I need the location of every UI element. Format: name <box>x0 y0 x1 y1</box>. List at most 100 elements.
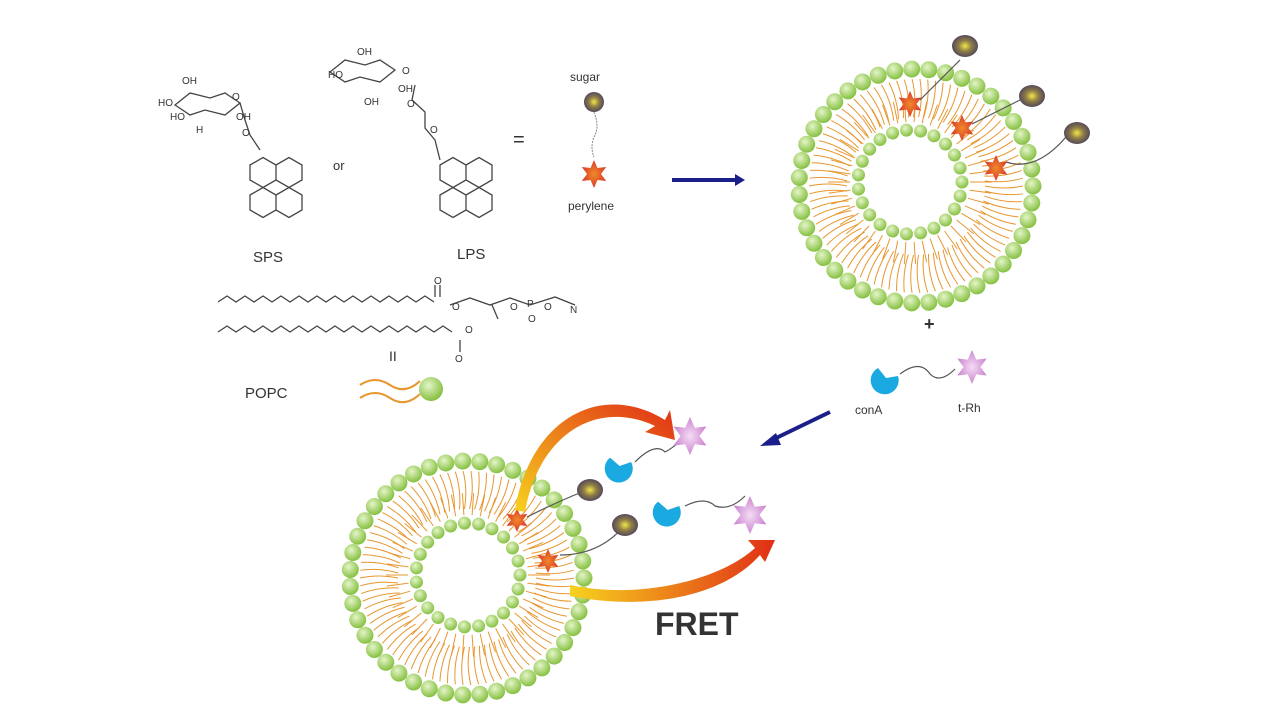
lipid-head-bead <box>570 603 588 621</box>
lipid-tails <box>808 78 1024 294</box>
lipid-tail <box>366 602 403 617</box>
lipid-head-bead <box>472 517 486 531</box>
lipid-tail <box>474 471 480 510</box>
lipid-tail <box>532 597 570 610</box>
lipid-tail <box>366 539 403 554</box>
lipid-tail <box>369 606 405 624</box>
lipid-head-bead <box>533 479 551 497</box>
lipid-head-bead <box>938 137 952 151</box>
lipid-head-bead <box>869 66 887 84</box>
lipid-tail <box>826 223 859 246</box>
lipid-head-bead <box>485 522 499 536</box>
lipid-tail <box>881 84 895 121</box>
lipid-tail <box>454 646 460 685</box>
popc-label: POPC <box>245 385 288 402</box>
lipid-tail <box>508 618 525 636</box>
lipid-head-bead <box>968 77 986 95</box>
lipid-tail <box>811 200 849 210</box>
linker-line <box>591 111 598 158</box>
lipid-head-bead <box>1013 127 1031 145</box>
lipid-tail <box>922 254 929 293</box>
lipid-head-bead <box>349 611 367 629</box>
lipid-tail <box>853 225 870 243</box>
lipid-tail <box>808 183 848 187</box>
lipid-tail <box>834 205 856 216</box>
lipid-tail <box>487 497 496 519</box>
sugar-icon <box>584 92 604 112</box>
lipid-tail <box>461 634 465 657</box>
lipid-tail <box>882 104 891 126</box>
lipid-tail <box>424 641 441 677</box>
lipid-tail <box>404 490 428 523</box>
lipid-head-bead <box>899 123 913 137</box>
lipid-head-bead <box>390 664 408 682</box>
lipid-tail <box>392 500 420 529</box>
lps-structure <box>328 59 493 219</box>
lps-label: LPS <box>457 246 485 263</box>
lipid-tail <box>978 214 1013 232</box>
lipid-tail <box>514 627 542 656</box>
lipid-tail <box>984 195 1022 203</box>
lipid-tail <box>834 148 856 159</box>
lipid-tail <box>983 200 1021 210</box>
svg-text:OH: OH <box>398 84 413 95</box>
linker-line <box>1005 136 1067 165</box>
lipid-tail <box>525 552 548 560</box>
lipid-head-bead <box>496 606 510 620</box>
svg-text:N: N <box>570 305 577 316</box>
lipid-tail <box>809 189 848 195</box>
lipid-head-bead <box>519 669 537 687</box>
lipid-tail <box>984 185 1024 189</box>
lipid-tail <box>830 197 853 205</box>
lipid-head-bead <box>886 126 900 140</box>
lipid-head-bead <box>356 512 374 530</box>
lipid-head-bead <box>377 485 395 503</box>
lipid-tail <box>450 494 457 517</box>
lipid-tail <box>447 645 455 684</box>
lipid-tail <box>921 101 928 124</box>
svg-text:H: H <box>196 125 203 136</box>
lipid-tail <box>493 641 510 677</box>
lipid-head-bead <box>953 189 967 203</box>
linker-line <box>526 491 583 518</box>
lipid-tail <box>937 235 949 256</box>
lipid-head-bead <box>937 64 955 82</box>
lipid-tail <box>360 587 399 595</box>
lipid-head-bead <box>1024 177 1042 195</box>
lipid-head-bead <box>545 491 563 509</box>
lipid-head-bead <box>1023 160 1041 178</box>
lipid-head-bead <box>570 535 588 553</box>
linker-line <box>684 495 746 508</box>
fret-label: FRET <box>655 606 739 642</box>
lipid-tail <box>373 611 407 631</box>
lipid-head-bead <box>505 541 519 555</box>
sugar-icon <box>612 514 638 536</box>
lipid-tail <box>822 219 856 239</box>
lipid-head-bead <box>826 261 844 279</box>
lipid-head-bead <box>805 234 823 252</box>
lipid-head-bead <box>405 673 423 691</box>
lipid-tail <box>862 230 876 250</box>
lipid-tail <box>888 252 899 290</box>
lipid-tail <box>487 631 496 653</box>
lipid-tail <box>892 101 899 124</box>
lipid-head-bead <box>855 154 869 168</box>
svg-text:O: O <box>430 125 438 136</box>
lipid-tail <box>397 605 417 619</box>
lipid-tail <box>973 126 1006 149</box>
svg-text:OH: OH <box>357 47 372 58</box>
sugar-label: sugar <box>570 70 600 84</box>
lipid-head-bead <box>947 202 961 216</box>
cona-icon <box>652 501 681 527</box>
lipid-tail <box>937 84 952 121</box>
lipid-head-bead <box>504 677 522 695</box>
lipid-tail <box>880 251 895 288</box>
lipid-tail <box>937 251 951 288</box>
lipid-head-bead <box>955 175 969 189</box>
lipid-head-bead <box>413 547 427 561</box>
lipid-tail <box>839 138 859 152</box>
lipid-head-bead <box>409 575 423 589</box>
lipid-tail <box>424 479 441 515</box>
lipid-tail <box>360 568 399 574</box>
lipid-tail <box>984 169 1023 177</box>
